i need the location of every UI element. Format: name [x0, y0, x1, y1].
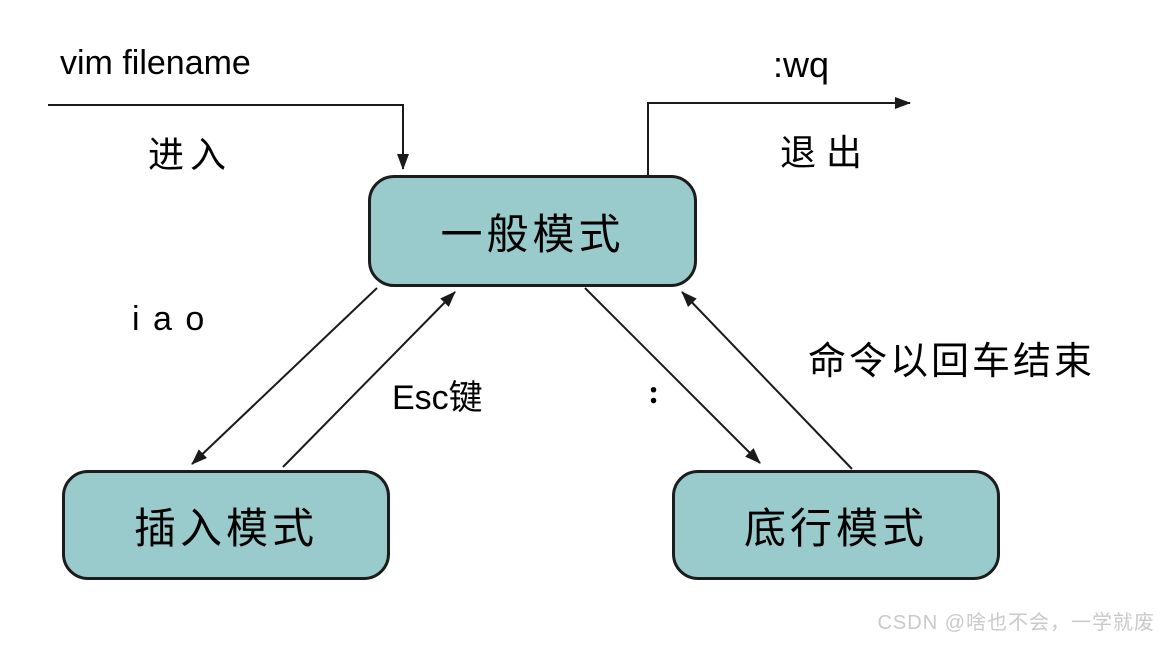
- edge-insert-to-normal: [282, 291, 456, 468]
- edge-exit-normal: [647, 97, 911, 177]
- label-vim-filename: vim filename: [60, 44, 251, 82]
- label-colon: :: [648, 374, 660, 411]
- node-normal-mode: 一般模式: [368, 175, 697, 287]
- edge-normal-to-lastline: [584, 287, 761, 464]
- node-insert-mode: 插入模式: [62, 470, 390, 580]
- node-normal-mode-label: 一般模式: [440, 212, 625, 259]
- edge-normal-to-insert: [191, 287, 378, 465]
- label-iao: i a o: [132, 300, 207, 338]
- edge-lastline-to-normal: [681, 291, 853, 470]
- edge-enter-normal: [48, 104, 409, 170]
- label-enter: 进入: [148, 135, 233, 175]
- node-insert-mode-label: 插入模式: [133, 506, 318, 553]
- csdn-watermark: CSDN @啥也不会，一学就废: [877, 612, 1155, 634]
- label-exit: 退出: [780, 133, 873, 173]
- node-lastline-mode-label: 底行模式: [743, 506, 928, 553]
- label-esc-key: Esc键: [392, 379, 483, 417]
- label-wq: :wq: [773, 44, 830, 85]
- node-lastline-mode: 底行模式: [672, 470, 1000, 580]
- label-command-note: 命令以回车结束: [808, 341, 1096, 383]
